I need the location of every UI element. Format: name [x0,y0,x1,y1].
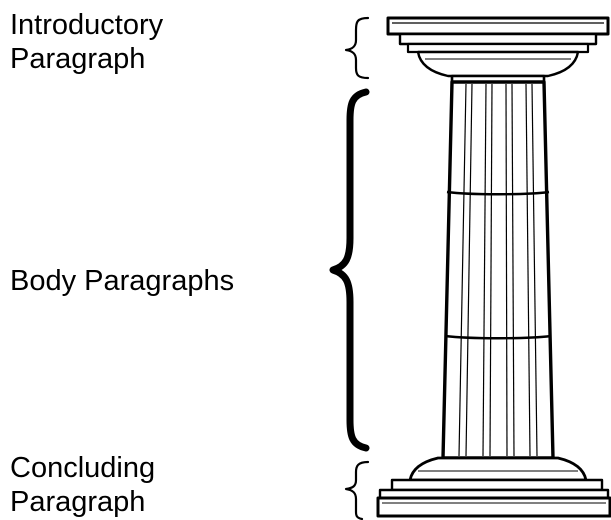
body-paragraphs-label: Body Paragraphs [10,264,234,298]
column-icon [376,16,611,518]
label-line: Body Paragraphs [10,265,235,297]
label-line: Concluding [10,452,156,484]
introductory-paragraph-label: Introductory Paragraph [10,8,163,76]
concluding-paragraph-label: Concluding Paragraph [10,451,155,519]
label-line: Paragraph [10,486,146,518]
curly-brace-icon [329,88,370,452]
curly-brace-icon [344,16,370,80]
label-line: Introductory [10,9,164,41]
curly-brace-icon [344,460,370,520]
label-line: Paragraph [10,43,146,75]
